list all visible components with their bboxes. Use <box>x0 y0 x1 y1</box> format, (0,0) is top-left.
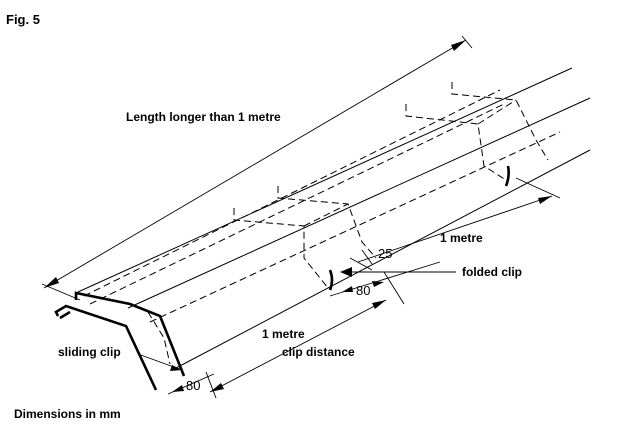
sliding-clip-leader-group <box>137 353 183 371</box>
folded-clip-mark-middle <box>328 269 334 291</box>
folded-clip-arrow <box>340 267 352 277</box>
length-dimension <box>41 35 473 301</box>
hidden-clip-3-top <box>477 99 517 125</box>
dim-80-left-arrow <box>172 385 184 392</box>
hidden-clip-2-front <box>277 186 377 259</box>
clip-distance-arrow-left <box>210 383 224 392</box>
one-metre-right-dimension <box>349 177 561 271</box>
clip-distance-label: clip distance <box>282 345 355 359</box>
units-note: Dimensions in mm <box>14 407 121 421</box>
length-extension-left <box>41 283 81 301</box>
sliding-clip-shape <box>54 291 186 391</box>
folded-clip-label: folded clip <box>462 265 522 279</box>
lower-front-edge <box>175 149 591 369</box>
one-metre-right-line <box>357 195 553 263</box>
dim-80-right-extension <box>383 271 405 305</box>
folded-clip-leader-group <box>340 267 456 277</box>
hidden-line-upper <box>83 89 501 297</box>
clip-distance-line <box>209 299 387 393</box>
clip-distance-arrow-right <box>372 300 386 309</box>
length-extension-right <box>461 35 473 49</box>
dim-80-left-group <box>167 371 217 399</box>
hidden-clip-3-back <box>405 104 507 181</box>
one-metre-right-extension <box>515 177 561 199</box>
hidden-clip-2-top <box>303 203 349 227</box>
sliding-clip-lower-line <box>54 304 158 391</box>
sliding-clip-tail <box>59 310 71 320</box>
dim-25-leader <box>361 249 373 265</box>
hidden-line-lower <box>89 103 505 305</box>
top-front-edge <box>127 97 591 309</box>
dim-25-label: 25 <box>378 246 392 261</box>
length-dimension-line <box>43 39 467 289</box>
folded-clip-marks <box>328 165 510 291</box>
length-label: Length longer than 1 metre <box>126 110 281 124</box>
hidden-clip-3-front <box>451 82 549 161</box>
hidden-clip-outlines <box>147 82 549 365</box>
folded-clip-mark-far <box>504 165 510 187</box>
one-metre-right-extension-2 <box>349 257 373 271</box>
one-metre-left-label: 1 metre <box>262 327 305 341</box>
dim-80-right-group <box>329 261 441 305</box>
length-arrow-right <box>451 40 466 51</box>
one-metre-right-arrow <box>538 196 552 204</box>
clip-distance-dimension <box>209 299 387 393</box>
hidden-clip-1 <box>147 311 171 365</box>
hidden-line-inner <box>149 131 561 323</box>
sliding-clip-arrow <box>170 365 182 371</box>
sliding-clip-label: sliding clip <box>58 345 121 359</box>
dim-80-left-label: 80 <box>186 378 200 393</box>
dim-80-left-extension <box>205 371 217 399</box>
dim-80-right-label: 80 <box>356 283 370 298</box>
profile-body <box>77 67 591 369</box>
sliding-clip-top-line <box>74 291 186 377</box>
dim-25-group <box>361 249 373 265</box>
dim-80-right-arrow-2 <box>372 281 384 287</box>
length-arrow-left <box>44 277 59 288</box>
fig-label: Fig. 5 <box>6 12 40 27</box>
top-back-edge <box>77 67 573 293</box>
hidden-clip-2-back <box>233 208 329 289</box>
one-metre-right-label: 1 metre <box>440 231 483 245</box>
dim-80-right-arrow-1 <box>342 286 353 292</box>
